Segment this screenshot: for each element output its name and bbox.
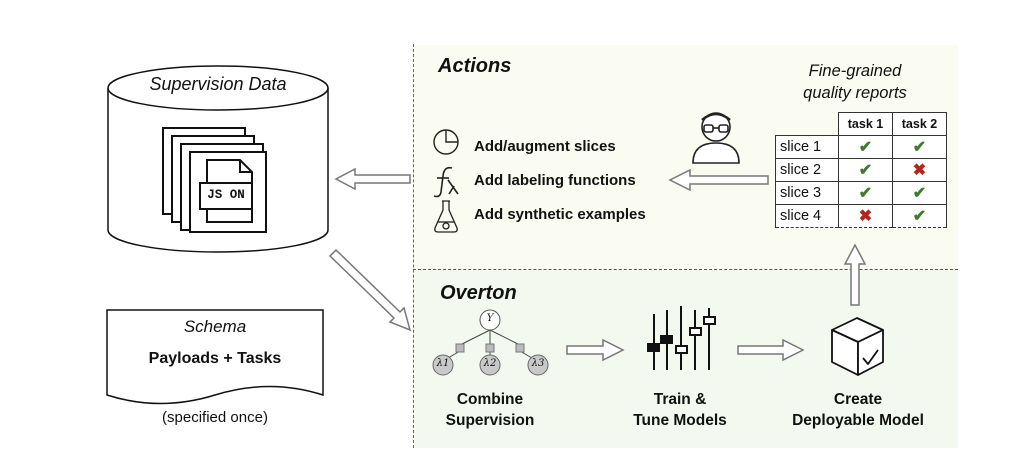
- table-header-task-2: task 2: [892, 112, 947, 136]
- check-mark-icon: ✔: [838, 134, 893, 159]
- graph-leaf-label: λ2: [483, 358, 497, 369]
- schema-body: Payloads + Tasks: [148, 350, 282, 367]
- step-line-1: Create: [833, 391, 883, 408]
- table-row: slice 4 ✖ ✔: [775, 203, 947, 228]
- json-label: JS ON: [207, 188, 245, 202]
- table-row: slice 1 ✔ ✔: [775, 134, 947, 159]
- step-line-1: Train &: [653, 391, 707, 408]
- graph-root-label: Y: [486, 313, 494, 324]
- graph-leaf-node: [432, 354, 454, 376]
- quality-report-table: task 1 task 2 slice 1 ✔ ✔ slice 2 ✔ ✖ sl…: [775, 112, 947, 228]
- step-combine-supervision: Combine Supervision: [420, 389, 560, 431]
- step-line-2: Supervision: [445, 412, 535, 429]
- row-label: slice 3: [775, 180, 839, 205]
- check-mark-icon: ✔: [892, 134, 947, 159]
- overton-title: Overton: [440, 282, 517, 304]
- report-title-line-1: Fine-grained: [808, 62, 902, 80]
- schema-note: (specified once): [162, 409, 268, 426]
- row-label: slice 4: [775, 203, 839, 228]
- flask-icon: [434, 200, 458, 233]
- step-line-1: Combine: [456, 391, 524, 408]
- graph-leaf-label: λ3: [531, 358, 545, 369]
- vertical-divider: [413, 44, 414, 448]
- json-documents-icon: [162, 127, 267, 233]
- graph-factor-nodes: [455, 343, 525, 353]
- person-icon: [692, 112, 740, 164]
- action-add-labeling-functions: Add labeling functions: [474, 172, 636, 189]
- check-mark-icon: ✔: [838, 180, 893, 205]
- step-line-2: Tune Models: [633, 412, 727, 429]
- pie-chart-icon: [433, 129, 459, 155]
- row-label: slice 1: [775, 134, 839, 159]
- schema-title: Schema: [183, 317, 247, 336]
- cross-mark-icon: ✖: [838, 203, 893, 228]
- horizontal-divider: [413, 269, 958, 270]
- action-add-slices: Add/augment slices: [474, 138, 616, 155]
- sliders-icon: [647, 306, 716, 370]
- function-icon: [433, 166, 459, 198]
- table-header-task-1: task 1: [838, 112, 893, 136]
- graph-leaf-label: λ1: [436, 358, 450, 369]
- cross-mark-icon: ✖: [892, 157, 947, 182]
- graph-root-node: [479, 309, 501, 331]
- step-line-2: Deployable Model: [792, 412, 924, 429]
- check-mark-icon: ✔: [892, 203, 947, 228]
- table-row: slice 2 ✔ ✖: [775, 157, 947, 182]
- action-add-synthetic-examples: Add synthetic examples: [474, 206, 646, 223]
- row-label: slice 2: [775, 157, 839, 182]
- check-mark-icon: ✔: [892, 180, 947, 205]
- actions-title: Actions: [438, 55, 512, 77]
- report-title-line-2: quality reports: [803, 84, 907, 102]
- box-check-icon: [831, 317, 884, 376]
- step-create-model: Create Deployable Model: [773, 389, 943, 431]
- step-train-tune: Train & Tune Models: [610, 389, 750, 431]
- schema-document-shape: [106, 309, 324, 405]
- check-mark-icon: ✔: [838, 157, 893, 182]
- report-title: Fine-grained quality reports: [770, 60, 940, 104]
- supervision-data-label: Supervision Data: [149, 74, 287, 94]
- arrows: [328, 167, 867, 362]
- graph-leaf-node: [479, 354, 501, 376]
- graph-leaf-node: [527, 354, 549, 376]
- table-row: slice 3 ✔ ✔: [775, 180, 947, 205]
